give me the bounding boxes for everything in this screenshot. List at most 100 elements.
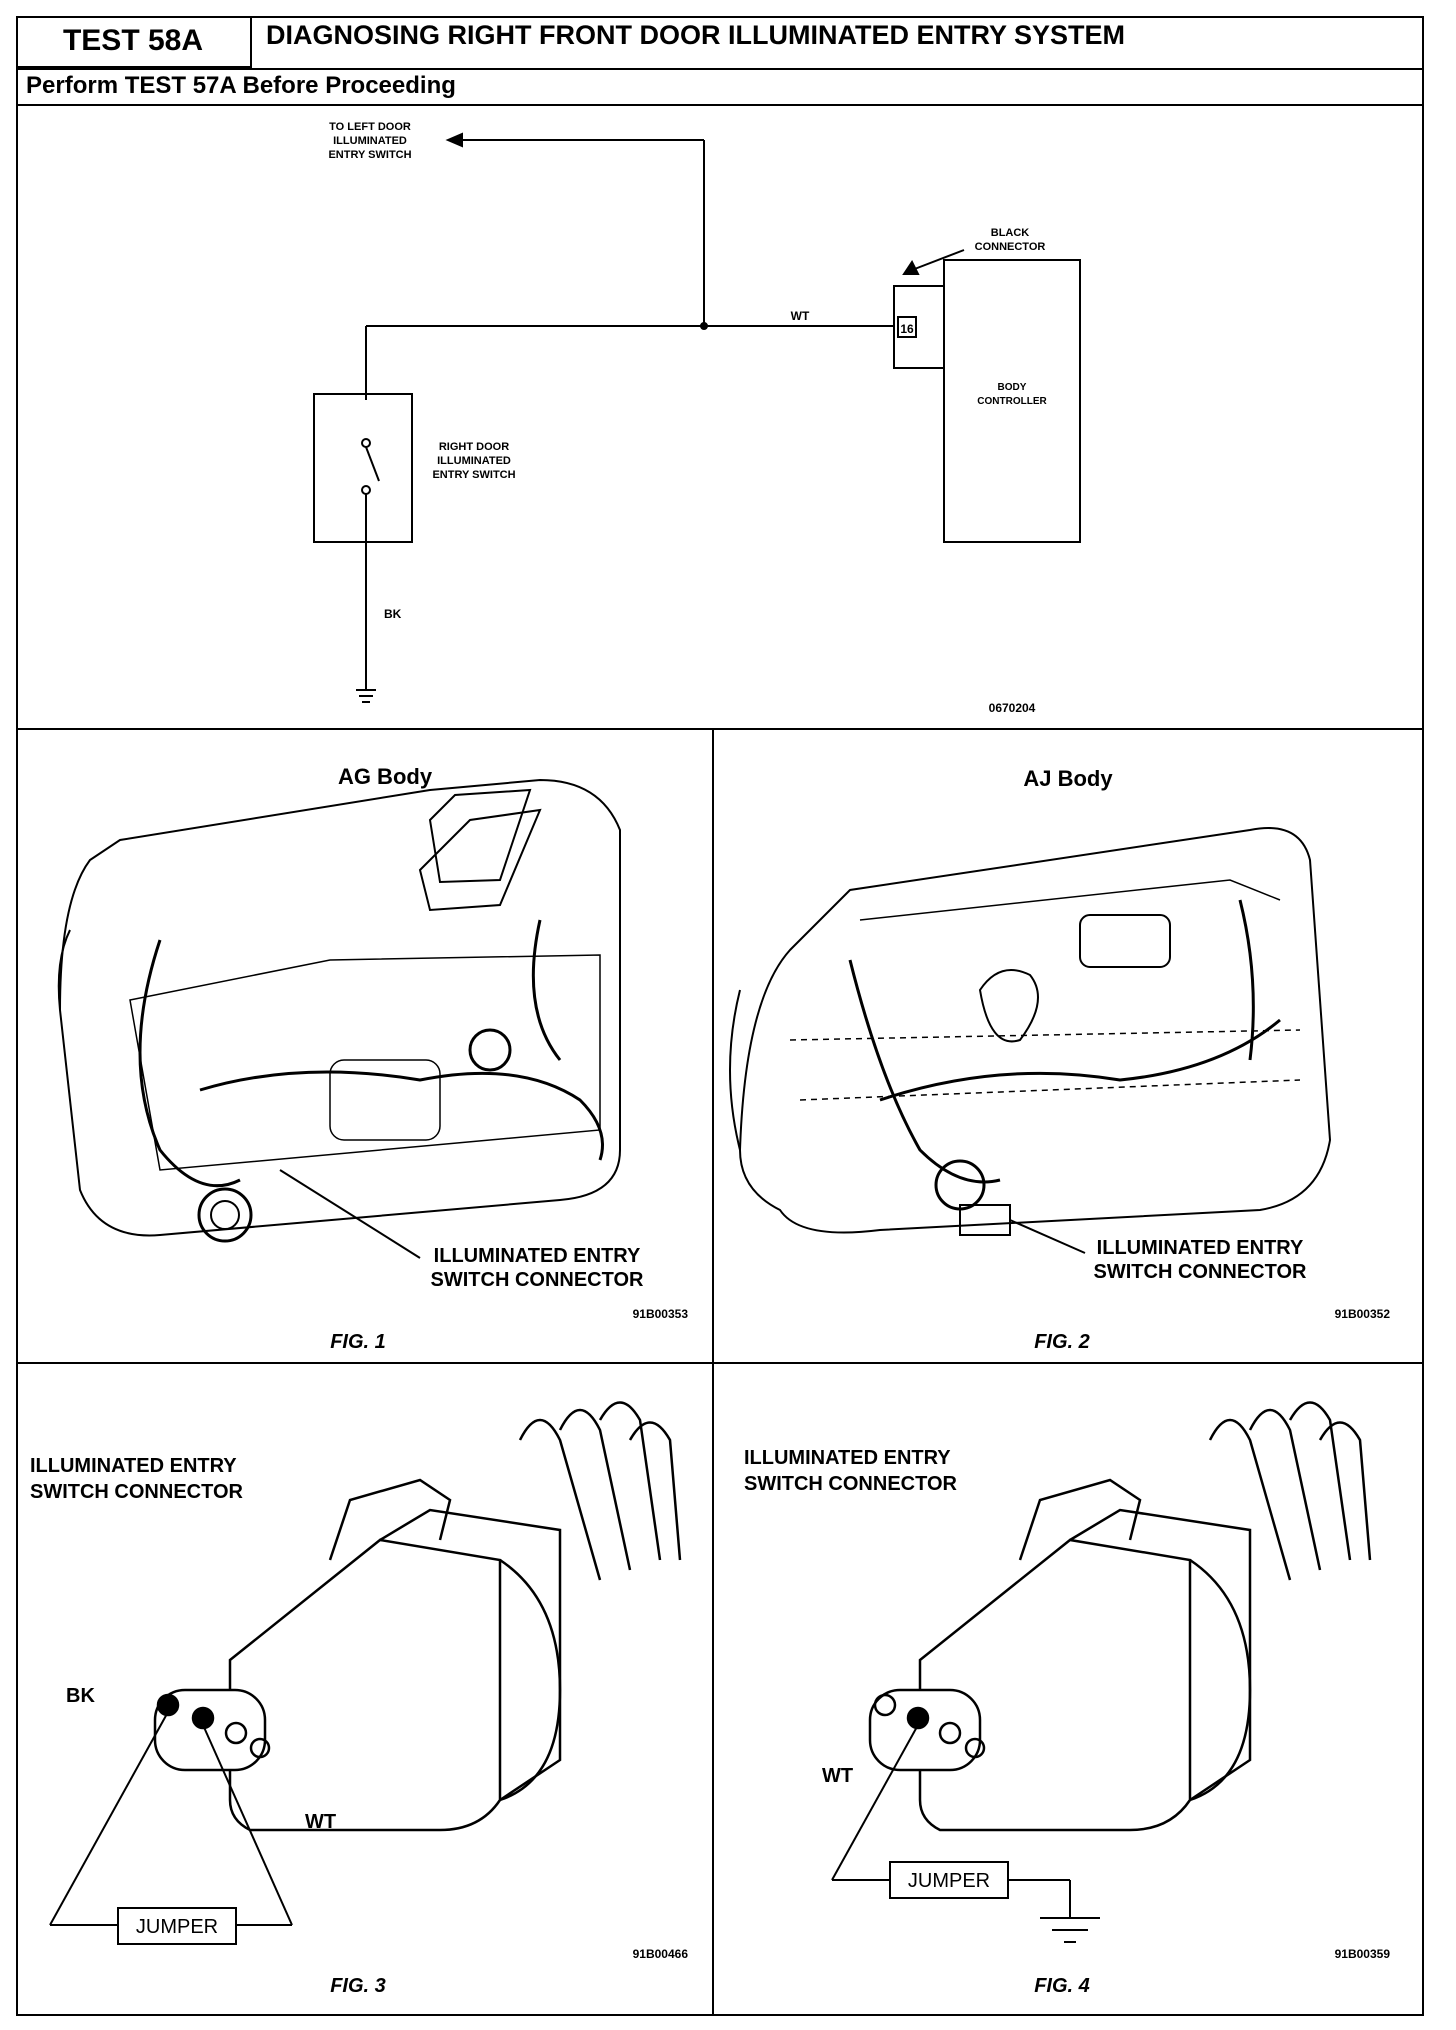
fig4-jumper-label: JUMPER bbox=[908, 1870, 990, 1892]
fig1-mirror-glass bbox=[428, 788, 532, 884]
fig4-title-1: ILLUMINATED ENTRY bbox=[744, 1447, 951, 1469]
black-connector-label-2: CONNECTOR bbox=[975, 241, 1046, 253]
fig4-jumper-lead bbox=[831, 1724, 919, 1881]
fig4-connector-body bbox=[918, 1538, 1192, 1832]
fig1-panel-cutout bbox=[329, 1059, 441, 1141]
fig2-callout-2: SWITCH CONNECTOR bbox=[1094, 1261, 1308, 1283]
body-controller-label-1: BODY bbox=[998, 382, 1027, 393]
fig4-connector-illustration bbox=[831, 1401, 1372, 1943]
figures-column-divider bbox=[712, 728, 714, 2016]
fig4-caption: FIG. 4 bbox=[1034, 1975, 1090, 1997]
fig3-jumper-lead-bk bbox=[49, 1711, 169, 1926]
fig4-connector-face bbox=[868, 1688, 982, 1772]
fig1-callout-2: SWITCH CONNECTOR bbox=[431, 1269, 645, 1291]
fig3-jumper-lead-wt bbox=[202, 1724, 293, 1926]
fig2-panel-hole bbox=[978, 969, 1039, 1043]
fig1-switch-connector bbox=[468, 1028, 512, 1072]
wt-wire-label: WT bbox=[791, 309, 810, 323]
fig1-heading: AG Body bbox=[338, 764, 433, 789]
fig1-door-edge bbox=[57, 929, 71, 1011]
fig3-caption: FIG. 3 bbox=[330, 1975, 386, 1997]
right-switch-label-3: ENTRY SWITCH bbox=[432, 469, 515, 481]
right-switch-label-2: ILLUMINATED bbox=[437, 455, 511, 467]
fig2-speaker bbox=[934, 1159, 986, 1211]
schematic-divider bbox=[16, 728, 1424, 730]
fig3-seal bbox=[499, 1558, 562, 1802]
fig4-title-2: SWITCH CONNECTOR bbox=[744, 1473, 958, 1495]
fig3-wire-2 bbox=[558, 1408, 632, 1571]
page-title: DIAGNOSING RIGHT FRONT DOOR ILLUMINATED … bbox=[266, 20, 1126, 50]
fig1-door-outline bbox=[58, 778, 621, 1237]
wiring-schematic bbox=[313, 132, 1081, 703]
fig1-caption: FIG. 1 bbox=[330, 1331, 386, 1353]
fig3-cavity-bk bbox=[156, 1693, 180, 1717]
fig3-latch bbox=[328, 1478, 452, 1561]
fig3-jumper-box bbox=[117, 1907, 237, 1945]
fig2-dashed-line-2 bbox=[789, 1029, 1301, 1041]
fig3-wire-1 bbox=[518, 1418, 602, 1581]
fig4-seal bbox=[1189, 1558, 1252, 1802]
fig1-speaker-center bbox=[210, 1200, 240, 1230]
fig2-callout-leader bbox=[1009, 1219, 1086, 1254]
left-door-label-2: ILLUMINATED bbox=[333, 135, 407, 147]
fig2-door-illustration bbox=[729, 827, 1332, 1254]
fig3-cavity-3 bbox=[224, 1721, 248, 1745]
fig2-harness-upper bbox=[879, 1018, 1281, 1102]
schematic-figure-code: 0670204 bbox=[989, 701, 1036, 715]
fig2-caption: FIG. 2 bbox=[1034, 1331, 1090, 1353]
fig2-callout-1: ILLUMINATED ENTRY bbox=[1097, 1237, 1304, 1259]
fig3-code: 91B00466 bbox=[633, 1947, 689, 1961]
switch-contact-bottom bbox=[361, 485, 371, 495]
fig3-connector-face bbox=[153, 1688, 267, 1772]
fig1-code: 91B00353 bbox=[633, 1307, 689, 1321]
fig4-cavity-4 bbox=[964, 1737, 986, 1759]
fig2-switch-connector bbox=[959, 1204, 1011, 1236]
fig1-inner-panel bbox=[129, 954, 601, 1171]
fig2-door-edge bbox=[729, 989, 741, 1151]
connector-pointer-head bbox=[902, 260, 920, 275]
fig4-wire-4 bbox=[1318, 1421, 1372, 1561]
bk-wire-label: BK bbox=[384, 607, 402, 621]
fig2-harness-main bbox=[848, 959, 1001, 1184]
pin-number: 16 bbox=[900, 322, 914, 336]
fig4-code: 91B00359 bbox=[1335, 1947, 1391, 1961]
fig3-connector-body bbox=[228, 1538, 502, 1832]
fig3-connector-illustration bbox=[49, 1401, 682, 1945]
left-door-label-3: ENTRY SWITCH bbox=[328, 149, 411, 161]
fig4-latch bbox=[1018, 1478, 1142, 1561]
fig3-wire-4 bbox=[628, 1421, 682, 1561]
fig1-harness-lower bbox=[199, 1070, 604, 1161]
fig1-callout-1: ILLUMINATED ENTRY bbox=[434, 1245, 641, 1267]
test-id: TEST 58A bbox=[16, 16, 252, 68]
fig4-cavity-3 bbox=[938, 1721, 962, 1745]
fig3-connector-top bbox=[379, 1508, 562, 1802]
fig3-wt-label: WT bbox=[305, 1811, 336, 1833]
header-divider bbox=[16, 68, 1424, 70]
black-connector-label-1: BLACK bbox=[991, 227, 1030, 239]
right-switch-box bbox=[313, 393, 413, 543]
fig4-cavity-1 bbox=[873, 1693, 897, 1717]
left-door-arrow bbox=[445, 132, 463, 148]
fig2-door-outline bbox=[738, 827, 1332, 1234]
wire-junction bbox=[700, 322, 708, 330]
fig3-title-1: ILLUMINATED ENTRY bbox=[30, 1455, 237, 1477]
fig4-connector-top bbox=[1069, 1508, 1252, 1802]
switch-blade bbox=[365, 446, 380, 482]
fig4-cavity-wt bbox=[906, 1706, 930, 1730]
fig2-harness-right bbox=[1238, 899, 1255, 1061]
fig1-speaker bbox=[197, 1187, 253, 1243]
body-controller bbox=[943, 259, 1081, 543]
fig4-wire-3 bbox=[1288, 1401, 1352, 1561]
fig1-door-illustration bbox=[57, 778, 621, 1259]
fig3-title-2: SWITCH CONNECTOR bbox=[30, 1481, 244, 1503]
fig2-code: 91B00352 bbox=[1335, 1307, 1391, 1321]
switch-contact-top bbox=[361, 438, 371, 448]
fig3-cavity-4 bbox=[249, 1737, 271, 1759]
prerequisite-note: Perform TEST 57A Before Proceeding bbox=[26, 72, 456, 99]
connector-pointer bbox=[911, 249, 965, 271]
fig1-harness-upper bbox=[531, 919, 562, 1061]
fig3-cavity-wt bbox=[191, 1706, 215, 1730]
fig4-wt-label: WT bbox=[822, 1765, 853, 1787]
pin-16-box bbox=[897, 316, 917, 338]
fig2-heading: AJ Body bbox=[1023, 766, 1113, 791]
